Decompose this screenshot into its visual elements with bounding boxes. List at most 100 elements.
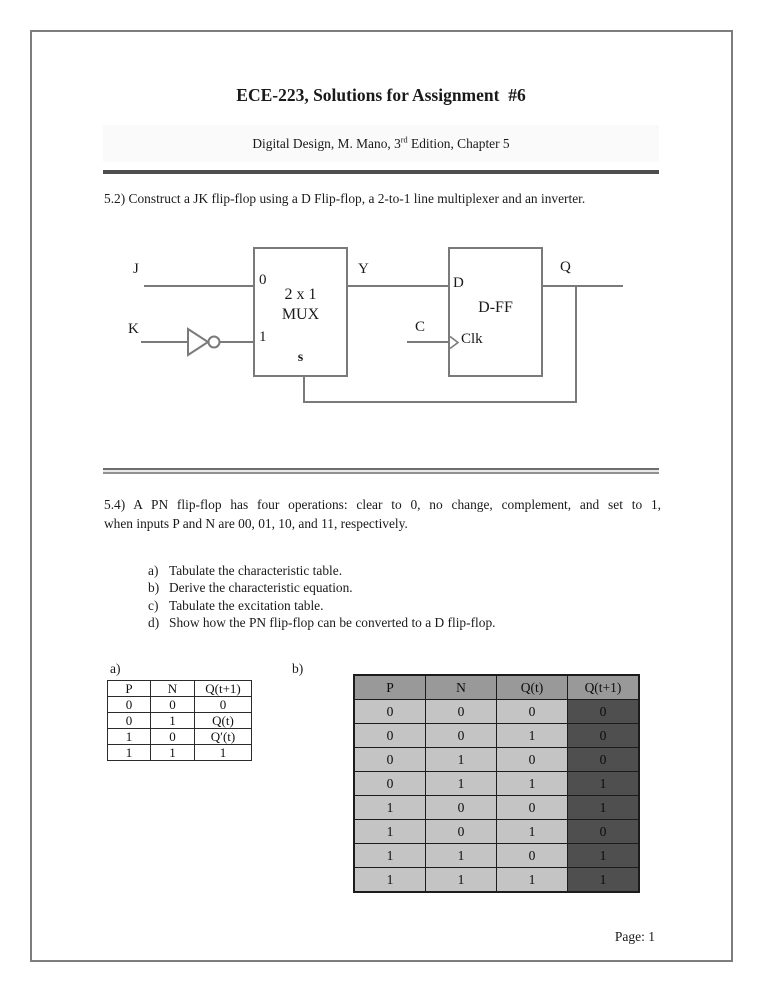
table-cell: 0 xyxy=(567,699,640,724)
list-item: a)Tabulate the characteristic table. xyxy=(148,562,496,579)
item-marker: c) xyxy=(148,597,159,613)
table-cell: 1 xyxy=(567,867,640,893)
table-cell: 1 xyxy=(107,744,151,761)
dff-box xyxy=(448,247,543,377)
item-text: Derive the characteristic equation. xyxy=(169,580,353,596)
table-cell: 0 xyxy=(567,747,640,772)
problem-5-4-line2: when inputs P and N are 00, 01, 10, and … xyxy=(104,515,408,531)
clk-label: Clk xyxy=(461,331,483,347)
table-cell: 1 xyxy=(107,728,151,745)
label-k: K xyxy=(128,321,139,337)
divider-middle xyxy=(103,468,659,474)
table-cell: 1 xyxy=(496,723,568,748)
item-marker: b) xyxy=(148,580,160,596)
superscript-rd: rd xyxy=(400,136,408,145)
item-marker: d) xyxy=(148,615,160,631)
column-header: P xyxy=(107,680,151,697)
wire-q xyxy=(543,285,623,287)
not-gate-icon xyxy=(187,327,221,357)
table-cell: 1 xyxy=(425,867,497,893)
table-cell: 1 xyxy=(150,712,195,729)
table-cell: 1 xyxy=(353,843,426,868)
label-y: Y xyxy=(358,261,369,277)
table-a-label: a) xyxy=(110,661,121,676)
list-item: b) Derive the characteristic equation. xyxy=(148,579,496,596)
mux-label-line1: 2 x 1 xyxy=(284,286,317,303)
label-d: D xyxy=(453,275,464,291)
wire-c xyxy=(407,341,448,343)
column-header: Q(t+1) xyxy=(567,674,640,700)
dff-label: D-FF xyxy=(478,299,513,316)
table-cell: 0 xyxy=(496,843,568,868)
table-cell: 0 xyxy=(496,795,568,820)
table-cell: 1 xyxy=(425,747,497,772)
subquestion-list: a)Tabulate the characteristic table. b) D… xyxy=(148,562,496,632)
problem-5-4-text: 5.4) A PN flip-flop has four operations:… xyxy=(104,496,661,533)
wire-feedback-left xyxy=(303,377,305,403)
column-header: Q(t+1) xyxy=(194,680,252,697)
column-header: N xyxy=(425,674,497,700)
page-border xyxy=(30,30,733,962)
mux-label-line2: MUX xyxy=(281,306,320,323)
list-item: c) Tabulate the excitation table. xyxy=(148,597,496,614)
table-cell: 1 xyxy=(353,867,426,893)
table-cell: 0 xyxy=(107,696,151,713)
table-cell: 0 xyxy=(425,723,497,748)
label-c: C xyxy=(415,319,426,335)
table-cell: 1 xyxy=(567,795,640,820)
table-cell: 0 xyxy=(353,723,426,748)
column-header: Q(t) xyxy=(496,674,568,700)
table-cell: 0 xyxy=(353,699,426,724)
mux-input-1-label: 1 xyxy=(259,329,267,345)
clock-edge-icon xyxy=(450,336,460,350)
problem-5-2-text: 5.2) Construct a JK flip-flop using a D … xyxy=(104,191,586,206)
problem-5-4-line1: 5.4) A PN flip-flop has four operations:… xyxy=(104,497,661,512)
table-cell: 1 xyxy=(194,744,252,761)
item-text: Show how the PN flip-flop can be convert… xyxy=(169,615,496,631)
table-cell: 0 xyxy=(353,747,426,772)
table-cell: 0 xyxy=(425,819,497,844)
table-cell: 1 xyxy=(496,819,568,844)
table-cell: 1 xyxy=(353,819,426,844)
table-cell: 1 xyxy=(567,843,640,868)
table-cell: 0 xyxy=(194,696,252,713)
page-title: ECE-223, Solutions for Assignment #6 xyxy=(236,85,526,105)
table-cell: 0 xyxy=(425,795,497,820)
table-cell: 1 xyxy=(425,843,497,868)
table-cell: 0 xyxy=(107,712,151,729)
wire-j xyxy=(144,285,253,287)
divider-top xyxy=(103,170,659,174)
table-cell: 1 xyxy=(150,744,195,761)
table-cell: 0 xyxy=(425,699,497,724)
wire-feedback-right xyxy=(575,286,577,403)
list-item: d) Show how the PN flip-flop can be conve… xyxy=(148,614,496,631)
subtitle: Digital Design, M. Mano, 3rd Edition, Ch… xyxy=(252,136,510,152)
column-header: N xyxy=(150,680,195,697)
mux-box xyxy=(253,247,348,377)
table-cell: 1 xyxy=(567,771,640,796)
wire-k-inverted xyxy=(220,341,253,343)
wire-y xyxy=(348,285,448,287)
table-cell: 0 xyxy=(496,699,568,724)
table-cell: Q′(t) xyxy=(194,728,252,745)
table-cell: 0 xyxy=(496,747,568,772)
table-cell: 0 xyxy=(567,723,640,748)
wire-feedback-bottom xyxy=(303,401,577,403)
item-text: Tabulate the excitation table. xyxy=(169,597,324,613)
table-cell: 0 xyxy=(150,728,195,745)
label-j: J xyxy=(133,261,139,277)
mux-input-0-label: 0 xyxy=(259,272,267,288)
column-header: P xyxy=(353,674,426,700)
